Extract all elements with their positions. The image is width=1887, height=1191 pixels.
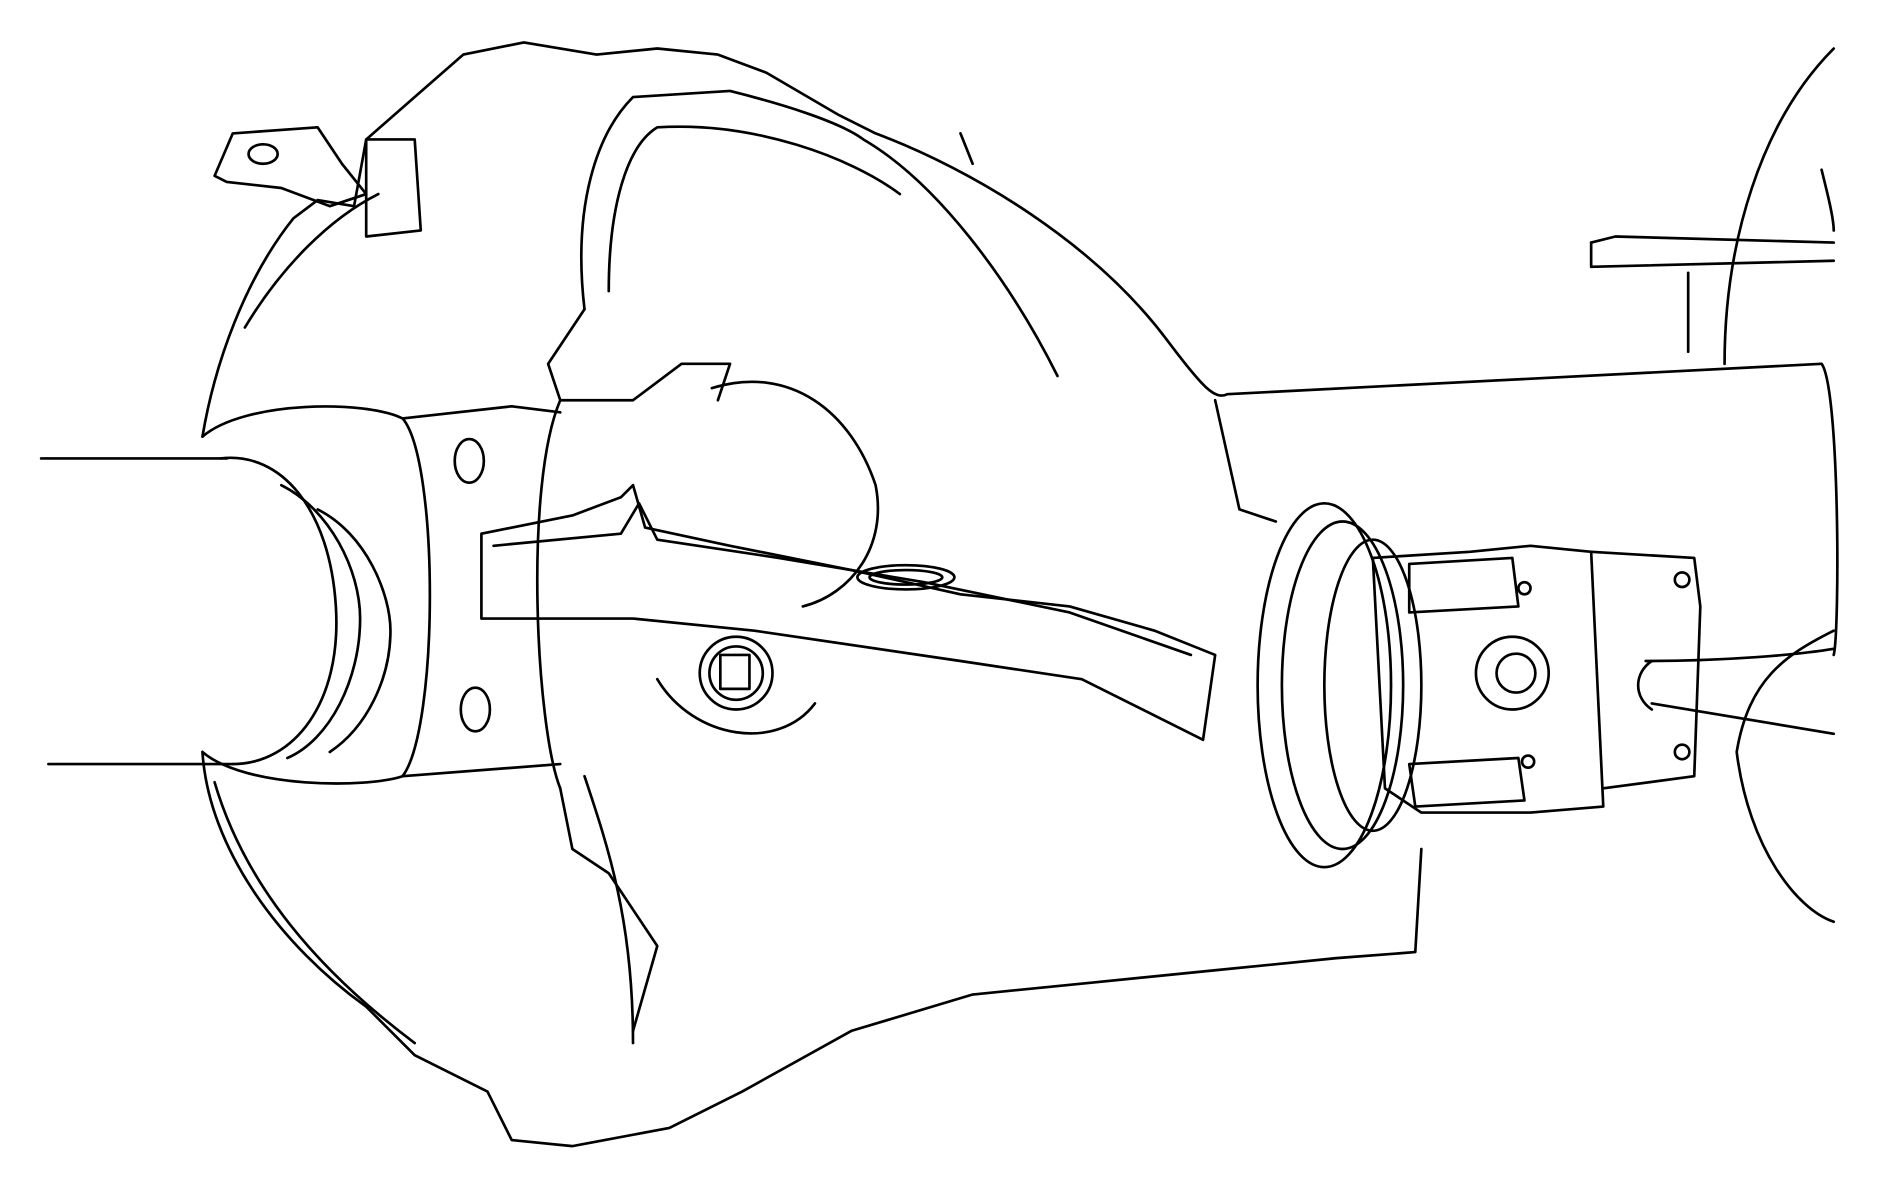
pinion-yoke-u-joint [1256,501,1702,869]
driveshaft [1636,647,1836,736]
right-frame-structure [1589,47,1836,924]
cross-brace [480,483,1217,742]
differential-housing [201,41,1839,1148]
left-axle-tube [39,456,392,766]
left-bearing-collar [201,404,562,785]
rear-cover-panel [535,89,1059,1045]
mounting-bracket [213,126,974,238]
drain-plug-nut [698,635,774,711]
